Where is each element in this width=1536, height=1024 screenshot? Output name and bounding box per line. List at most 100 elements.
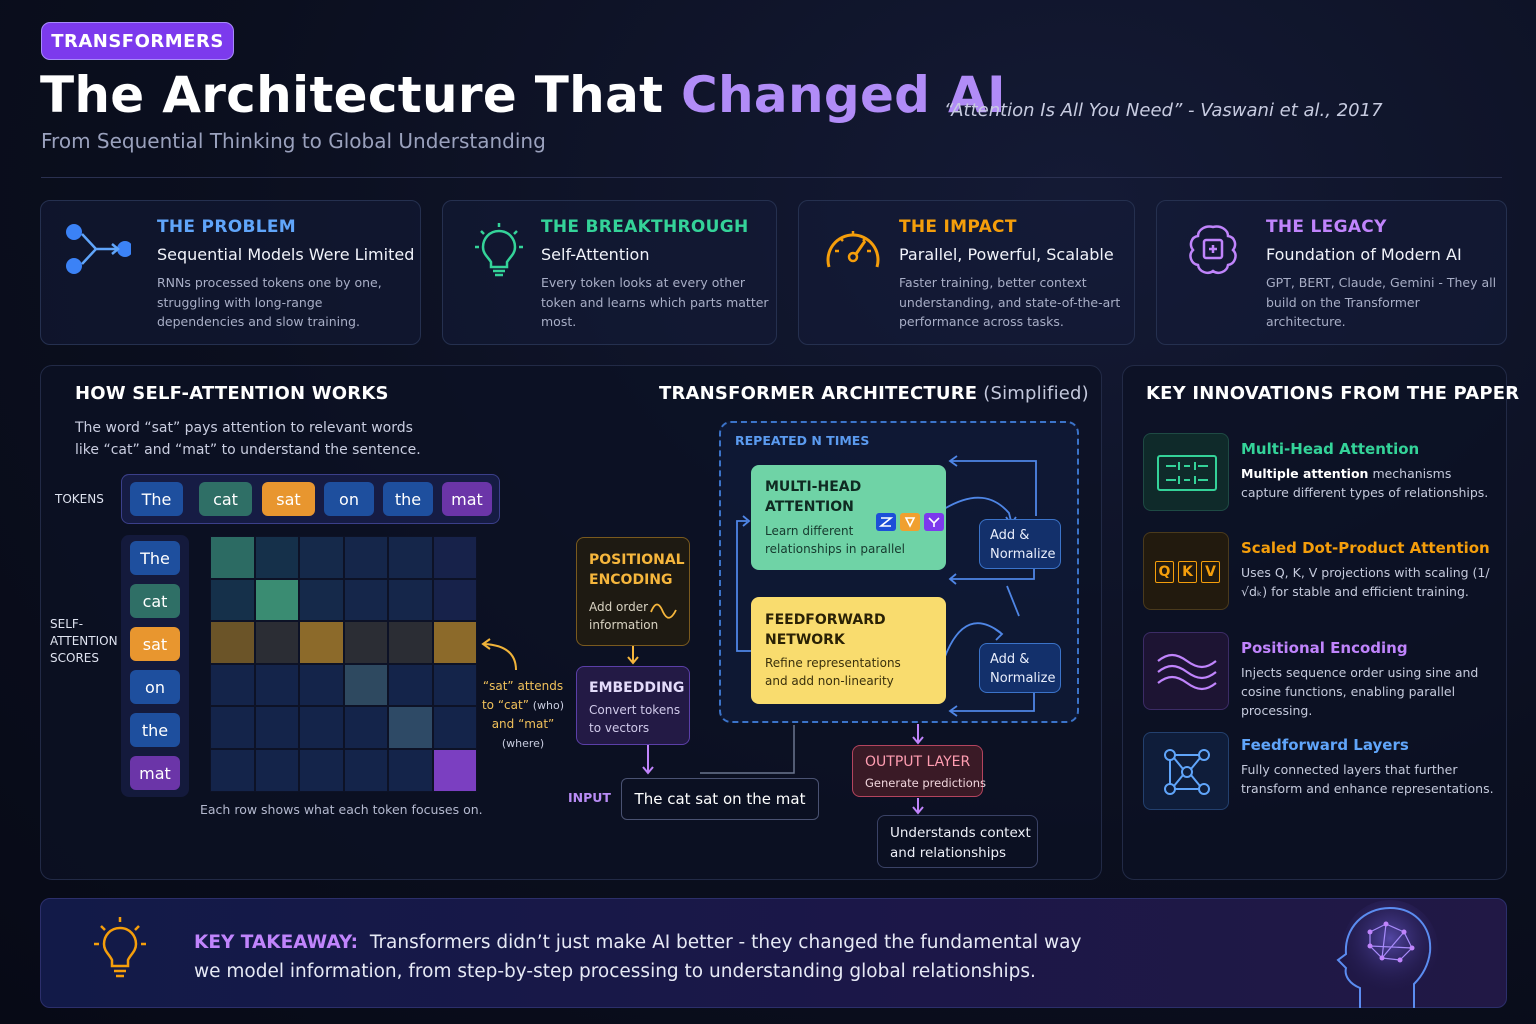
attention-heads-icon	[876, 513, 944, 531]
attention-cell	[210, 749, 255, 792]
attention-cell	[343, 749, 388, 792]
mha-title-line: MULTI-HEAD	[765, 479, 862, 495]
k-letter: K	[1178, 561, 1197, 583]
takeaway-banner	[40, 898, 1507, 1008]
wave-icon	[650, 603, 677, 619]
card-impact: THE IMPACT Parallel, Powerful, Scalable …	[798, 200, 1135, 345]
ffn-description: Refine representations and add non-linea…	[765, 654, 901, 690]
takeaway-text: KEY TAKEAWAY: Transformers didn’t just m…	[194, 928, 1094, 986]
grid-caption: Each row shows what each token focuses o…	[200, 802, 483, 817]
attention-cell	[254, 749, 299, 792]
note-text: to “cat”	[481, 698, 533, 712]
emb-desc-line: to vectors	[589, 721, 650, 735]
attention-cell	[388, 578, 433, 622]
token-3: on	[324, 482, 374, 516]
card-legacy: THE LEGACY Foundation of Modern AI GPT, …	[1156, 200, 1507, 345]
embedding-title: EMBEDDING	[589, 680, 685, 696]
innovation-description: Injects sequence order using sine and co…	[1241, 665, 1479, 718]
attention-cell	[210, 621, 255, 664]
card-description: Every token looks at every other token a…	[541, 275, 769, 329]
pos-title-line: POSITIONAL	[589, 552, 685, 568]
scores-label-line: ATTENTION	[50, 634, 118, 648]
attention-cell	[343, 578, 388, 622]
multi-head-attention-block: MULTI-HEAD ATTENTION Learn different rel…	[751, 465, 946, 570]
network-layers-icon	[1143, 732, 1229, 810]
attention-cell	[343, 706, 388, 749]
input-sentence-box: The cat sat on the mat	[621, 778, 819, 820]
mha-title-line: ATTENTION	[765, 499, 854, 515]
q-letter: Q	[1155, 561, 1174, 583]
pos-desc-line: Add order	[589, 600, 649, 614]
card-subtitle: Sequential Models Were Limited	[157, 245, 415, 264]
add-normalize-block-2: Add & Normalize	[979, 643, 1061, 693]
card-description: GPT, BERT, Claude, Gemini - They all bui…	[1266, 275, 1497, 329]
attention-title: HOW SELF-ATTENTION WORKS	[75, 383, 389, 404]
attention-cell	[210, 663, 255, 707]
innovation-description: Uses Q, K, V projections with scaling (1…	[1241, 565, 1490, 599]
attention-cell	[210, 578, 255, 622]
attention-cell	[432, 706, 477, 749]
attention-desc-line: like “cat” and “mat” to understand the s…	[75, 442, 421, 458]
attention-cell	[299, 749, 344, 792]
embedding-description: Convert tokens to vectors	[589, 701, 680, 737]
qkv-icon: Q K V	[1143, 532, 1229, 610]
ffn-title: FEEDFORWARD NETWORK	[765, 610, 886, 650]
attention-cell	[210, 536, 255, 579]
row-token-4: the	[130, 713, 180, 747]
attention-cell	[432, 621, 477, 664]
pos-description: Add order information	[589, 598, 658, 634]
innovation-title: Multi-Head Attention	[1241, 440, 1420, 458]
attention-cell	[254, 663, 299, 707]
emb-desc-line: Convert tokens	[589, 703, 681, 717]
attention-cell	[432, 536, 477, 579]
paper-quote: “Attention Is All You Need” - Vaswani et…	[944, 100, 1383, 121]
row-token-3: on	[130, 670, 180, 704]
positional-encoding-block: POSITIONAL ENCODING Add order informatio…	[576, 537, 690, 646]
attention-cell	[254, 706, 299, 749]
token-1: cat	[199, 482, 252, 516]
lightbulb-icon	[94, 917, 146, 978]
page-subtitle: From Sequential Thinking to Global Under…	[41, 129, 546, 153]
v-letter: V	[1201, 561, 1220, 583]
pos-title: POSITIONAL ENCODING	[589, 550, 685, 590]
embedding-block: EMBEDDING Convert tokens to vectors	[576, 666, 690, 745]
attention-cell	[299, 578, 344, 622]
pos-desc-line: information	[589, 618, 659, 632]
page-title: The Architecture That Changed AI	[40, 66, 1006, 124]
row-token-0: The	[130, 541, 180, 575]
architecture-title-suffix: (Simplified)	[977, 383, 1089, 404]
pos-to-embedding-arrow-icon	[627, 646, 639, 665]
innovation-desc-text: mechanisms capture different types of re…	[1241, 466, 1489, 500]
attention-cell	[432, 578, 477, 622]
attention-cell	[388, 706, 433, 749]
innovation-title: Scaled Dot-Product Attention	[1241, 539, 1490, 557]
header-divider	[41, 177, 1502, 178]
attention-cell	[388, 749, 433, 792]
ai-head-icon	[1336, 900, 1438, 1008]
architecture-title: TRANSFORMER ARCHITECTURE (Simplified)	[659, 383, 1089, 404]
attention-cell	[343, 663, 388, 707]
innovation-desc-bold: Multiple attention	[1241, 466, 1369, 481]
addnorm-line: Normalize	[990, 671, 1056, 686]
attention-note: “sat” attends to “cat” (who) and “mat” (…	[478, 677, 568, 753]
tokens-label: TOKENS	[55, 492, 104, 506]
addnorm-line: Add &	[990, 528, 1030, 543]
mha-desc-line: Learn different	[765, 524, 854, 538]
token-2: sat	[262, 482, 315, 516]
card-subtitle: Parallel, Powerful, Scalable	[899, 245, 1114, 264]
add-normalize-block-1: Add & Normalize	[979, 519, 1061, 569]
innovation-description: Multiple attention mechanisms capture di…	[1241, 464, 1501, 502]
note-role: (where)	[501, 737, 545, 750]
attention-cell	[254, 578, 299, 622]
scores-label-line: SELF-	[50, 617, 84, 631]
network-nodes-icon	[61, 221, 133, 281]
addnorm-line: Normalize	[990, 547, 1056, 562]
title-accent: Changed AI	[681, 66, 1006, 124]
note-line: “sat” attends	[482, 679, 564, 693]
sine-waves-icon	[1143, 632, 1229, 710]
architecture-title-main: TRANSFORMER ARCHITECTURE	[659, 383, 978, 404]
attention-cell	[254, 621, 299, 664]
card-title: THE IMPACT	[899, 217, 1017, 237]
mha-desc-line: relationships in parallel	[765, 542, 905, 556]
pos-title-line: ENCODING	[589, 572, 673, 588]
